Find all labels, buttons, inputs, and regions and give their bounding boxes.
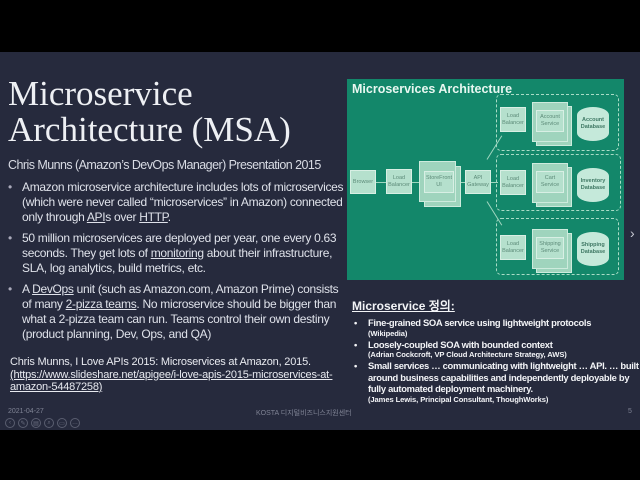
bullet-1: • Amazon microservice architecture inclu… [8,180,344,224]
devops-link[interactable]: DevOps [32,282,74,296]
definitions-heading: Microservice 정의: [352,299,455,313]
load-balancer-node: Load Balancer [500,170,526,195]
http-link[interactable]: HTTP [139,210,168,224]
load-balancer-node: Load Balancer [500,235,526,260]
more-icon[interactable]: … [70,418,80,428]
left-column: Chris Munns (Amazon’s DevOps Manager) Pr… [8,158,344,394]
cart-group [496,154,621,211]
footer-date: 2021-04-27 [8,408,44,415]
monitoring-link[interactable]: monitoring [150,246,204,260]
pen-icon[interactable]: ✎ [18,418,28,428]
api-gateway-node: API Gateway [465,170,491,194]
footer-org: KOSTA 디지털비즈니스지원센터 [256,410,352,417]
storefront-node: StoreFront UI [424,171,454,193]
title-line-1: Microservice [8,74,193,113]
reference-text: Chris Munns, I Love APIs 2015: Microserv… [10,356,311,368]
bullet-3: • A DevOps unit (such as Amazon.com, Ama… [8,282,339,341]
definition-item: •Loosely-coupled SOA with bounded contex… [354,338,567,360]
load-balancer-node: Load Balancer [500,107,526,132]
bullet-icon: • [8,180,12,194]
slides-icon[interactable]: ▤ [31,418,41,428]
architecture-diagram: Microservices Architecture Browser Load … [347,79,624,280]
load-balancer-node: Load Balancer [386,169,412,194]
shipping-database-icon: Shipping Database [577,232,609,266]
bullet-2: • 50 million microservices are deployed … [8,231,337,275]
definitions: Microservice 정의: •Fine-grained SOA servi… [352,297,640,405]
reference: Chris Munns, I Love APIs 2015: Microserv… [10,356,344,394]
prev-icon[interactable]: ‹ [5,418,15,428]
bullet-icon: • [8,282,12,296]
2-pizza-link[interactable]: 2-pizza teams [65,297,137,311]
inventory-database-icon: Inventory Database [577,168,609,202]
definition-item: •Fine-grained SOA service using lightwei… [354,317,592,338]
bullet-icon: • [8,231,12,245]
slide-title: Microservice Architecture (MSA) [8,76,291,148]
browser-node: Browser [350,170,376,194]
title-line-2: Architecture (MSA) [8,110,291,149]
next-slide-icon[interactable]: › [630,225,635,241]
shipping-group [496,218,619,275]
presenter-toolbar: ‹ ✎ ▤ ⌕ ▭ … [5,418,80,428]
definition-item: •Small services … communicating with lig… [354,360,639,404]
page-number: 5 [628,408,632,415]
api-link[interactable]: API [86,210,106,224]
account-group [496,94,619,151]
account-service-node: Account Service [536,110,564,132]
reference-link[interactable]: (https://www.slideshare.net/apigee/i-lov… [10,368,333,394]
subtitle-icon[interactable]: ▭ [57,418,67,428]
cart-service-node: Cart Service [536,171,564,193]
zoom-icon[interactable]: ⌕ [44,418,54,428]
account-database-icon: Account Database [577,107,609,141]
slide-subtitle: Chris Munns (Amazon’s DevOps Manager) Pr… [8,158,321,172]
slide: Microservice Architecture (MSA) Chris Mu… [0,52,640,430]
shipping-service-node: Shipping Service [536,237,564,259]
diagram-title: Microservices Architecture [352,82,513,96]
